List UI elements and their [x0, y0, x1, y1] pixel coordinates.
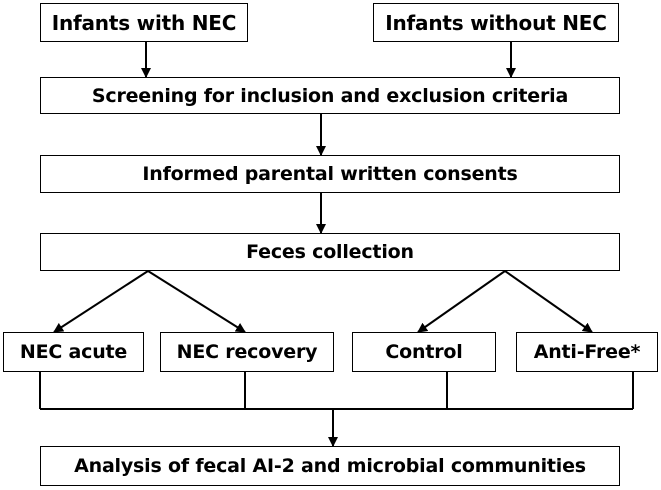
arrow-feces-to-anti-free	[504, 270, 593, 333]
node-analysis: Analysis of fecal AI-2 and microbial com…	[40, 446, 620, 486]
node-anti-free: Anti-Free*	[516, 332, 658, 372]
arrow-feces-to-control	[417, 270, 506, 333]
arrow-feces-to-nec-acute	[53, 270, 149, 333]
node-nec-recovery: NEC recovery	[160, 332, 334, 372]
node-screening: Screening for inclusion and exclusion cr…	[40, 77, 620, 114]
node-feces-collection: Feces collection	[40, 233, 620, 271]
node-control: Control	[352, 332, 496, 372]
node-parental-consent: Informed parental written consents	[40, 155, 620, 193]
arrow-feces-to-nec-recovery	[147, 270, 246, 333]
node-infants-with-nec: Infants with NEC	[40, 3, 248, 42]
node-nec-acute: NEC acute	[3, 332, 144, 372]
node-infants-without-nec: Infants without NEC	[373, 3, 619, 42]
